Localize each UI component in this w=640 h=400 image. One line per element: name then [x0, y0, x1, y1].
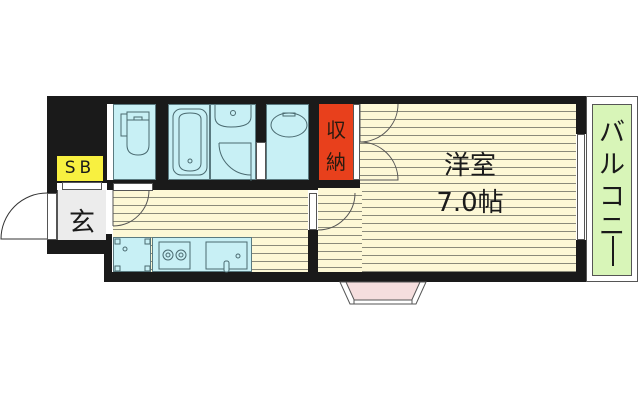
- toilet-room: [113, 104, 156, 180]
- kitchen-counter: [152, 237, 252, 273]
- balcony-char-1: バ: [598, 118, 625, 148]
- entrance-door-jamb: [47, 193, 57, 240]
- storage-closet: 収 納: [319, 104, 353, 180]
- balcony-window: [577, 134, 585, 240]
- balcony-char-3: コ: [598, 182, 625, 212]
- outer-wall-right-bottom: [576, 240, 586, 282]
- kitchen-wall-left: [104, 234, 112, 282]
- washroom-door-jamb: [256, 142, 266, 180]
- storage-door-swing: [359, 103, 399, 181]
- outer-wall-bottom: [104, 272, 586, 282]
- balcony-char-2: ル: [598, 150, 625, 180]
- washbasin-icon: [214, 105, 252, 181]
- outer-wall-right-top: [576, 96, 586, 134]
- stove-icon: [158, 241, 191, 270]
- entrance: 玄: [57, 190, 106, 240]
- refrigerator: [113, 237, 151, 272]
- storage-label-1: 収: [326, 118, 346, 142]
- corridor-door-swing: [112, 189, 150, 227]
- shoe-box-label: SB: [64, 158, 96, 178]
- entrance-left-wall: [47, 183, 57, 193]
- balcony-char-4: ニ: [598, 212, 625, 242]
- kitchen-room-divider: [308, 230, 318, 276]
- room-door-jamb: [309, 193, 317, 230]
- balcony-char-5: [612, 236, 614, 266]
- refrigerator-icon: [114, 238, 151, 272]
- bathtub-icon: [172, 108, 208, 176]
- shoe-box-door: [62, 182, 102, 190]
- storage-label-2: 納: [326, 150, 346, 174]
- storage-door-jamb: [353, 104, 360, 180]
- room-door-swing: [317, 192, 356, 231]
- entrance-wall-bottom: [47, 240, 109, 254]
- western-room-size: 7.0帖: [436, 188, 504, 218]
- entrance-door-swing: [0, 192, 48, 240]
- western-room: [360, 104, 576, 272]
- corridor-door-jamb: [113, 183, 153, 191]
- wall-left-of-storage: [309, 100, 319, 186]
- washroom: [210, 104, 256, 181]
- wet-area-divider-bottom: [107, 180, 357, 190]
- toilet-icon: [120, 111, 150, 156]
- entrance-label: 玄: [68, 208, 95, 238]
- western-room-lower: [318, 188, 362, 272]
- laundry-space: [266, 104, 309, 180]
- shoe-box: SB: [57, 156, 103, 181]
- washing-machine-icon: [270, 112, 308, 138]
- sink-icon: [205, 241, 248, 273]
- bay-window: [339, 281, 427, 305]
- balcony: [592, 104, 632, 276]
- western-room-label: 洋室: [443, 151, 496, 181]
- storage-bottom-wall: [309, 180, 361, 188]
- wall-between-toilet-bath: [156, 100, 168, 186]
- bathroom: [168, 104, 210, 180]
